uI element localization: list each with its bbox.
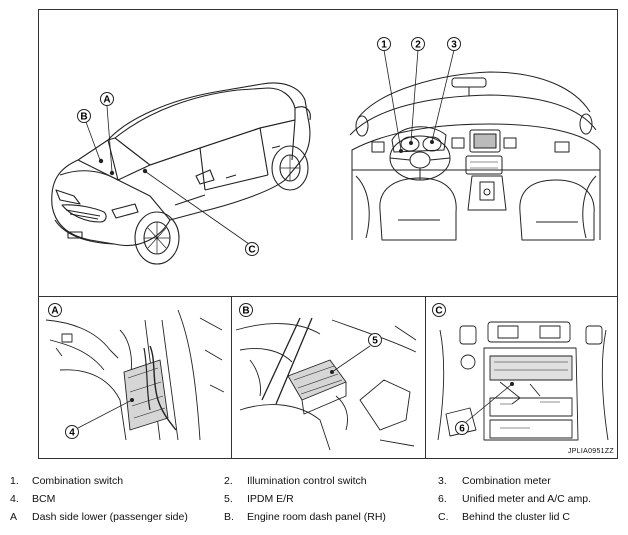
svg-text:6: 6 <box>459 424 465 435</box>
legend-text: Illumination control switch <box>247 475 367 487</box>
legend-row-2: 4. BCM 5. IPDM E/R 6. Unified meter and … <box>0 493 628 509</box>
legend-num: 1. <box>10 475 19 487</box>
svg-text:2: 2 <box>415 40 421 51</box>
legend-row-1: 1. Combination switch 2. Illumination co… <box>0 475 628 491</box>
legend-num: C. <box>438 511 449 523</box>
legend-text: Unified meter and A/C amp. <box>462 493 591 505</box>
legend-num: 4. <box>10 493 19 505</box>
svg-text:4: 4 <box>69 428 75 439</box>
svg-text:1: 1 <box>381 40 387 51</box>
legend-text: Behind the cluster lid C <box>462 511 570 523</box>
figure-id: JPLIA0951ZZ <box>567 448 614 455</box>
legend-text: Engine room dash panel (RH) <box>247 511 386 523</box>
panel-divider-horizontal <box>38 296 618 297</box>
panel-divider-vertical-1 <box>231 296 232 459</box>
svg-text:5: 5 <box>372 336 378 347</box>
legend-text: Combination meter <box>462 475 551 487</box>
legend-num: A <box>10 511 18 523</box>
svg-text:C: C <box>435 306 442 317</box>
legend-text: Dash side lower (passenger side) <box>32 511 188 523</box>
legend-num: 5. <box>224 493 233 505</box>
figure-frame <box>38 9 618 459</box>
panel-divider-vertical-2 <box>425 296 426 459</box>
legend-text: Combination switch <box>32 475 124 487</box>
legend-num: 3. <box>438 475 447 487</box>
legend-text: BCM <box>32 493 56 505</box>
legend-row-3: A Dash side lower (passenger side) B. En… <box>0 511 628 527</box>
legend-num: 6. <box>438 493 447 505</box>
svg-text:3: 3 <box>451 40 457 51</box>
marker-a-overview: A <box>103 95 110 106</box>
legend-text: IPDM E/R <box>247 493 294 505</box>
legend-num: B. <box>224 511 234 523</box>
marker-c-overview: C <box>248 245 255 256</box>
svg-text:B: B <box>242 306 249 317</box>
marker-b-overview: B <box>80 112 87 123</box>
legend-num: 2. <box>224 475 233 487</box>
svg-text:A: A <box>51 306 58 317</box>
